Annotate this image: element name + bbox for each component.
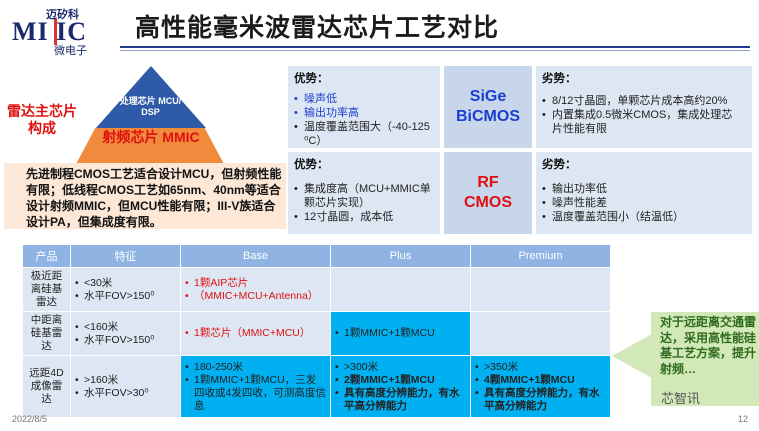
description-box: [4, 163, 286, 229]
list-item: <160米: [75, 321, 176, 334]
rf-adv-title: 优势：: [294, 159, 329, 171]
callout-box: [651, 312, 759, 406]
rf-dis-title: 劣势：: [542, 159, 577, 171]
list-item: 1颗MMIC+1颗MCU: [335, 327, 466, 340]
plus-cell-highlighted: >300米 2颗MMIC+1颗MCU 具有高度分辨能力，有水平高分辨能力: [330, 355, 471, 418]
list-item: 水平FOV>150⁰: [75, 334, 176, 347]
sige-adv-title: 优势：: [294, 73, 329, 85]
logo-main-text: MI IC: [12, 17, 88, 46]
sige-disadvantages-card: 劣势： 8/12寸晶圆，单颗芯片成本高约20% 内置集成0.5微米CMOS，集成…: [536, 66, 752, 148]
base-detail: （MMIC+MCU+Antenna）: [185, 290, 326, 303]
features-cell: >160米 水平FOV>30⁰: [70, 355, 181, 418]
description-text: 先进制程CMOS工艺适合设计MCU，但射频性能有限；低线程CMOS工艺如65nm…: [26, 167, 282, 229]
pyramid-top-label: 处理芯片 MCU/ DSP: [119, 96, 182, 117]
list-item: 12寸晶圆，成本低: [294, 210, 434, 224]
sige-advantages-card: 优势： 噪声低 输出功率高 温度覆盖范围大（-40-125 ⁰C）: [288, 66, 440, 148]
callout-text: 对于远距离交通雷达，采用高性能硅基工艺方案，提升射频…: [660, 315, 757, 376]
callout-arrow-icon: [612, 334, 652, 378]
list-item: 集成度高（MCU+MMIC单颗芯片实现）: [294, 182, 434, 210]
slide-title: 高性能毫米波雷达芯片工艺对比: [135, 14, 500, 42]
header-plus: Plus: [330, 244, 471, 268]
pyramid-bottom-label: 射频芯片 MMIC: [102, 129, 200, 145]
rf-disadvantages-card: 劣势： 输出功率低 噪声性能差 温度覆盖范围小（结温低）: [536, 152, 752, 234]
product-cell: 中距离硅基雷达: [22, 311, 71, 356]
features-cell: <30米 水平FOV>150⁰: [70, 267, 181, 312]
pyramid-top-shape: [96, 66, 206, 128]
header-product: 产品: [22, 244, 71, 268]
list-item: 输出功率高: [294, 106, 440, 120]
logo-red-bar: [54, 19, 57, 45]
list-item: 输出功率低: [542, 182, 752, 196]
sige-adv-list: 噪声低 输出功率高 温度覆盖范围大（-40-125 ⁰C）: [294, 92, 440, 148]
base-cell: 1颗芯片（MMIC+MCU）: [180, 311, 331, 356]
list-item: 内置集成0.5微米CMOS，集成处理芯片性能有限: [542, 108, 742, 136]
list-item: 水平FOV>150⁰: [75, 290, 176, 303]
premium-cell: [470, 267, 611, 312]
list-item: >160米: [75, 374, 176, 387]
title-divider-thin: [120, 50, 750, 51]
table-row: 极近距离硅基雷达 <30米 水平FOV>150⁰ 1颗AIP芯片 （MMIC+M…: [22, 267, 611, 312]
base-detail-text: （MMIC+MCU+Antenna）: [194, 289, 319, 302]
base-cell-highlighted: 180-250米 1颗MMIC+1颗MCU，三发四收或4发四收，可测高度信息: [180, 355, 331, 418]
pyramid-bottom-shape: [74, 128, 226, 168]
radar-chip-label: 雷达主芯片构成: [7, 103, 77, 136]
list-item: 180-250米: [185, 361, 326, 374]
list-item: 1颗AIP芯片: [185, 277, 326, 290]
table-row: 远距4D成像雷达 >160米 水平FOV>30⁰ 180-250米 1颗MMIC…: [22, 355, 611, 418]
rf-process-name: RF CMOS: [464, 174, 512, 211]
page-number: 12: [738, 414, 749, 424]
logo-top-text: 迈矽科: [46, 9, 79, 21]
list-item: 水平FOV>30⁰: [75, 387, 176, 400]
title-divider: [120, 46, 750, 48]
footer-date: 2022/8/5: [12, 414, 48, 424]
header-premium: Premium: [470, 244, 611, 268]
header-features: 特征: [70, 244, 181, 268]
list-item: 具有高度分辨能力，有水平高分辨能力: [335, 387, 466, 413]
table-header-row: 产品 特征 Base Plus Premium: [22, 244, 611, 268]
list-item: <30米: [75, 277, 176, 290]
list-item: 噪声低: [294, 92, 440, 106]
list-item: 1颗芯片（MMIC+MCU）: [185, 327, 326, 340]
premium-cell-highlighted: >350米 4颗MMIC+1颗MCU 具有高度分辨能力，有水平高分辨能力: [470, 355, 611, 418]
features-cell: <160米 水平FOV>150⁰: [70, 311, 181, 356]
list-item: 2颗MMIC+1颗MCU: [335, 374, 466, 387]
product-cell: 远距4D成像雷达: [22, 355, 71, 418]
list-item: 温度覆盖范围大（-40-125 ⁰C）: [294, 120, 440, 148]
table-row: 中距离硅基雷达 <160米 水平FOV>150⁰ 1颗芯片（MMIC+MCU） …: [22, 311, 611, 356]
sige-dis-list: 8/12寸晶圆，单颗芯片成本高约20% 内置集成0.5微米CMOS，集成处理芯片…: [542, 94, 742, 136]
product-table: 产品 特征 Base Plus Premium 极近距离硅基雷达 <30米 水平…: [22, 244, 611, 418]
company-logo: 迈矽科 MI IC 微电子: [10, 6, 105, 57]
plus-cell: [330, 267, 471, 312]
list-item: >350米: [475, 361, 606, 374]
sige-dis-title: 劣势：: [542, 73, 577, 85]
list-item: 4颗MMIC+1颗MCU: [475, 374, 606, 387]
header-base: Base: [180, 244, 331, 268]
list-item: >300米: [335, 361, 466, 374]
sige-process-card: SiGe BiCMOS: [444, 66, 532, 148]
sige-process-name: SiGe BiCMOS: [456, 88, 520, 125]
list-item: 8/12寸晶圆，单颗芯片成本高约20%: [542, 94, 742, 108]
plus-cell-highlighted: 1颗MMIC+1颗MCU: [330, 311, 471, 356]
watermark: 芯智讯: [661, 391, 701, 406]
premium-cell: [470, 311, 611, 356]
list-item: 噪声性能差: [542, 196, 752, 210]
rf-adv-list: 集成度高（MCU+MMIC单颗芯片实现） 12寸晶圆，成本低: [294, 182, 434, 224]
list-item: 温度覆盖范围小（结温低）: [542, 210, 752, 224]
list-item: 具有高度分辨能力，有水平高分辨能力: [475, 387, 606, 413]
logo-bottom-text: 微电子: [54, 45, 87, 57]
rf-advantages-card: 优势： 集成度高（MCU+MMIC单颗芯片实现） 12寸晶圆，成本低: [288, 152, 440, 234]
base-cell: 1颗AIP芯片 （MMIC+MCU+Antenna）: [180, 267, 331, 312]
product-cell: 极近距离硅基雷达: [22, 267, 71, 312]
rf-process-card: RF CMOS: [444, 152, 532, 234]
list-item: 1颗MMIC+1颗MCU，三发四收或4发四收，可测高度信息: [185, 374, 326, 413]
rf-dis-list: 输出功率低 噪声性能差 温度覆盖范围小（结温低）: [542, 182, 752, 224]
